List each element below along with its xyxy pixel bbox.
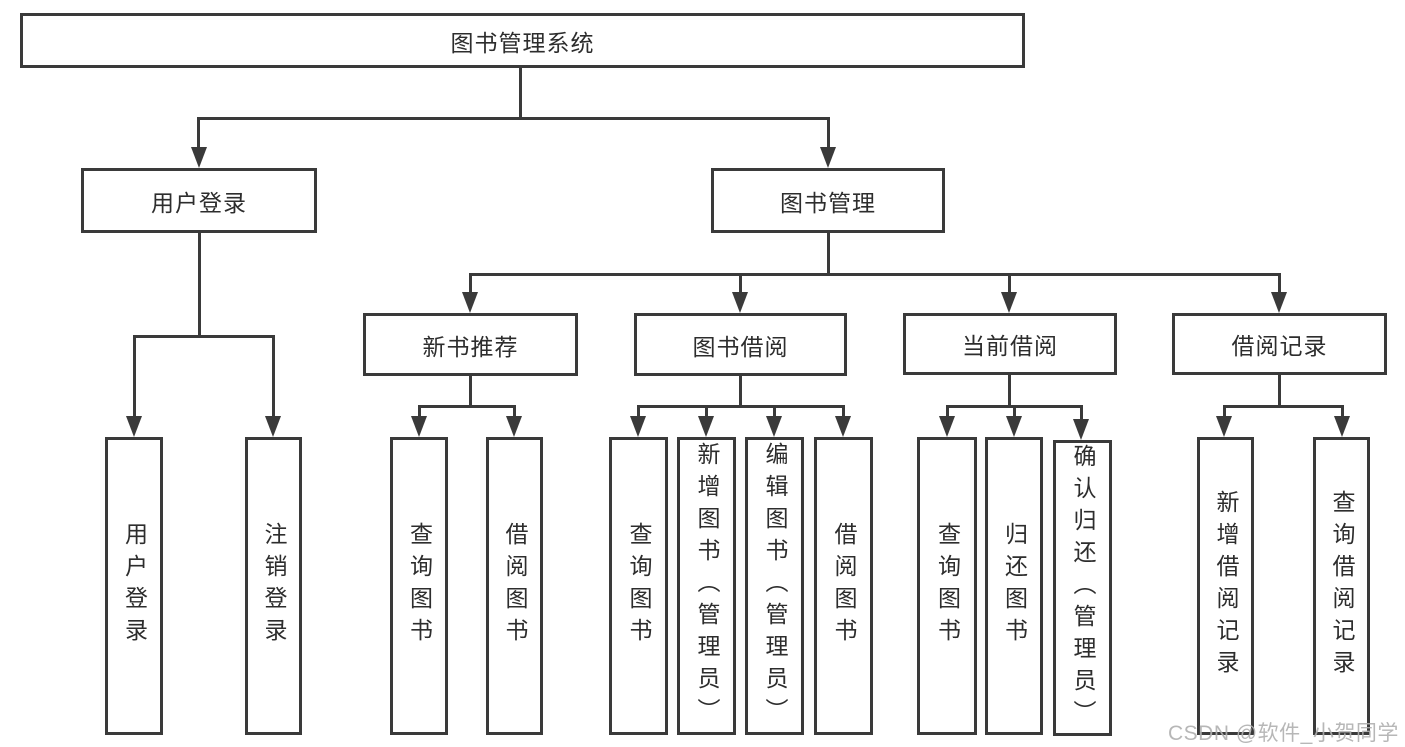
leaf-cb-return-books-label: 归还图书	[1001, 522, 1028, 650]
node-current-borrow-label: 当前借阅	[962, 333, 1058, 359]
leaf-cb-query-books: 查询图书	[917, 437, 977, 735]
connector-line	[519, 66, 522, 120]
connector-line	[418, 405, 421, 417]
leaf-cb-query-books-label: 查询图书	[934, 522, 961, 650]
arrow-down-icon	[191, 147, 207, 168]
leaf-cb-return-books: 归还图书	[985, 437, 1043, 735]
connector-line	[418, 405, 516, 408]
node-book-borrow-label: 图书借阅	[692, 333, 789, 360]
connector-line	[1080, 405, 1083, 420]
node-borrow-records-label: 借阅记录	[1231, 333, 1328, 359]
connector-line	[827, 117, 830, 149]
leaf-cb-confirm-return-admin: 确认归还（管理员）	[1053, 440, 1112, 736]
connector-line	[197, 117, 830, 120]
node-new-book-recommend: 新书推荐	[363, 313, 578, 376]
watermark: CSDN @软件_小贺同学	[1168, 722, 1399, 745]
connector-line	[469, 376, 472, 407]
connector-line	[842, 405, 845, 417]
connector-line	[773, 405, 776, 417]
leaf-nbr-borrow-books-label: 借阅图书	[502, 522, 528, 650]
connector-line	[469, 273, 1281, 276]
arrow-down-icon	[1271, 292, 1287, 313]
connector-line	[1013, 405, 1016, 417]
connector-line	[637, 405, 640, 417]
leaf-bb-edit-books-admin-label: 编辑图书（管理员）	[762, 442, 788, 730]
arrow-down-icon	[506, 416, 522, 437]
leaf-br-query-record-label: 查询借阅记录	[1329, 490, 1355, 682]
node-root: 图书管理系统	[20, 13, 1025, 68]
node-current-borrow: 当前借阅	[903, 313, 1117, 375]
connector-line	[1223, 405, 1226, 417]
arrow-down-icon	[732, 292, 748, 313]
arrow-down-icon	[820, 147, 836, 168]
arrow-down-icon	[462, 292, 478, 313]
arrow-down-icon	[698, 416, 714, 437]
connector-line	[1008, 273, 1011, 294]
leaf-bb-add-books-admin: 新增图书（管理员）	[677, 437, 736, 735]
connector-line	[946, 405, 949, 417]
connector-line	[1223, 405, 1343, 408]
arrow-down-icon	[939, 416, 955, 437]
arrow-down-icon	[1216, 416, 1232, 437]
leaf-bb-query-books-label: 查询图书	[626, 522, 652, 650]
arrow-down-icon	[835, 416, 851, 437]
connector-line	[198, 233, 201, 338]
node-user-login: 用户登录	[81, 168, 317, 233]
arrow-down-icon	[411, 416, 427, 437]
leaf-nbr-borrow-books: 借阅图书	[486, 437, 543, 735]
leaf-nbr-query-books-label: 查询图书	[406, 522, 433, 650]
leaf-bb-add-books-admin-label: 新增图书（管理员）	[694, 442, 720, 730]
connector-line	[1278, 273, 1281, 294]
leaf-logout-login: 注销登录	[245, 437, 302, 735]
leaf-cb-confirm-return-admin-label: 确认归还（管理员）	[1070, 444, 1096, 732]
connector-line	[197, 117, 200, 149]
arrow-down-icon	[630, 416, 646, 437]
connector-line	[469, 273, 472, 294]
leaf-br-query-record: 查询借阅记录	[1313, 437, 1370, 735]
node-book-borrow: 图书借阅	[634, 313, 847, 376]
connector-line	[513, 405, 516, 417]
connector-line	[739, 273, 742, 294]
leaf-user-login: 用户登录	[105, 437, 163, 735]
arrow-down-icon	[126, 416, 142, 437]
arrow-down-icon	[1001, 292, 1017, 313]
leaf-nbr-query-books: 查询图书	[390, 437, 448, 735]
connector-line	[1278, 375, 1281, 407]
node-new-book-recommend-label: 新书推荐	[422, 333, 519, 360]
leaf-br-add-record-label: 新增借阅记录	[1213, 490, 1239, 682]
arrow-down-icon	[1006, 416, 1022, 437]
arrow-down-icon	[1073, 419, 1089, 440]
leaf-logout-login-label: 注销登录	[261, 522, 287, 650]
connector-line	[1341, 405, 1344, 417]
node-user-login-label: 用户登录	[151, 189, 247, 216]
leaf-bb-query-books: 查询图书	[609, 437, 668, 735]
arrow-down-icon	[766, 416, 782, 437]
connector-line	[739, 376, 742, 407]
leaf-bb-borrow-books-label: 借阅图书	[831, 522, 857, 650]
leaf-user-login-label: 用户登录	[121, 522, 148, 650]
leaf-br-add-record: 新增借阅记录	[1197, 437, 1254, 735]
connector-line	[133, 335, 136, 418]
arrow-down-icon	[1334, 416, 1350, 437]
node-borrow-records: 借阅记录	[1172, 313, 1387, 375]
node-book-management: 图书管理	[711, 168, 945, 233]
connector-line	[827, 233, 830, 276]
connector-line	[705, 405, 708, 417]
leaf-bb-edit-books-admin: 编辑图书（管理员）	[745, 437, 804, 735]
arrow-down-icon	[265, 416, 281, 437]
connector-line	[637, 405, 844, 408]
node-book-management-label: 图书管理	[780, 189, 876, 216]
connector-line	[272, 335, 275, 418]
connector-line	[1008, 375, 1011, 407]
connector-line	[133, 335, 274, 338]
node-root-label: 图书管理系统	[450, 29, 595, 56]
leaf-bb-borrow-books: 借阅图书	[814, 437, 873, 735]
